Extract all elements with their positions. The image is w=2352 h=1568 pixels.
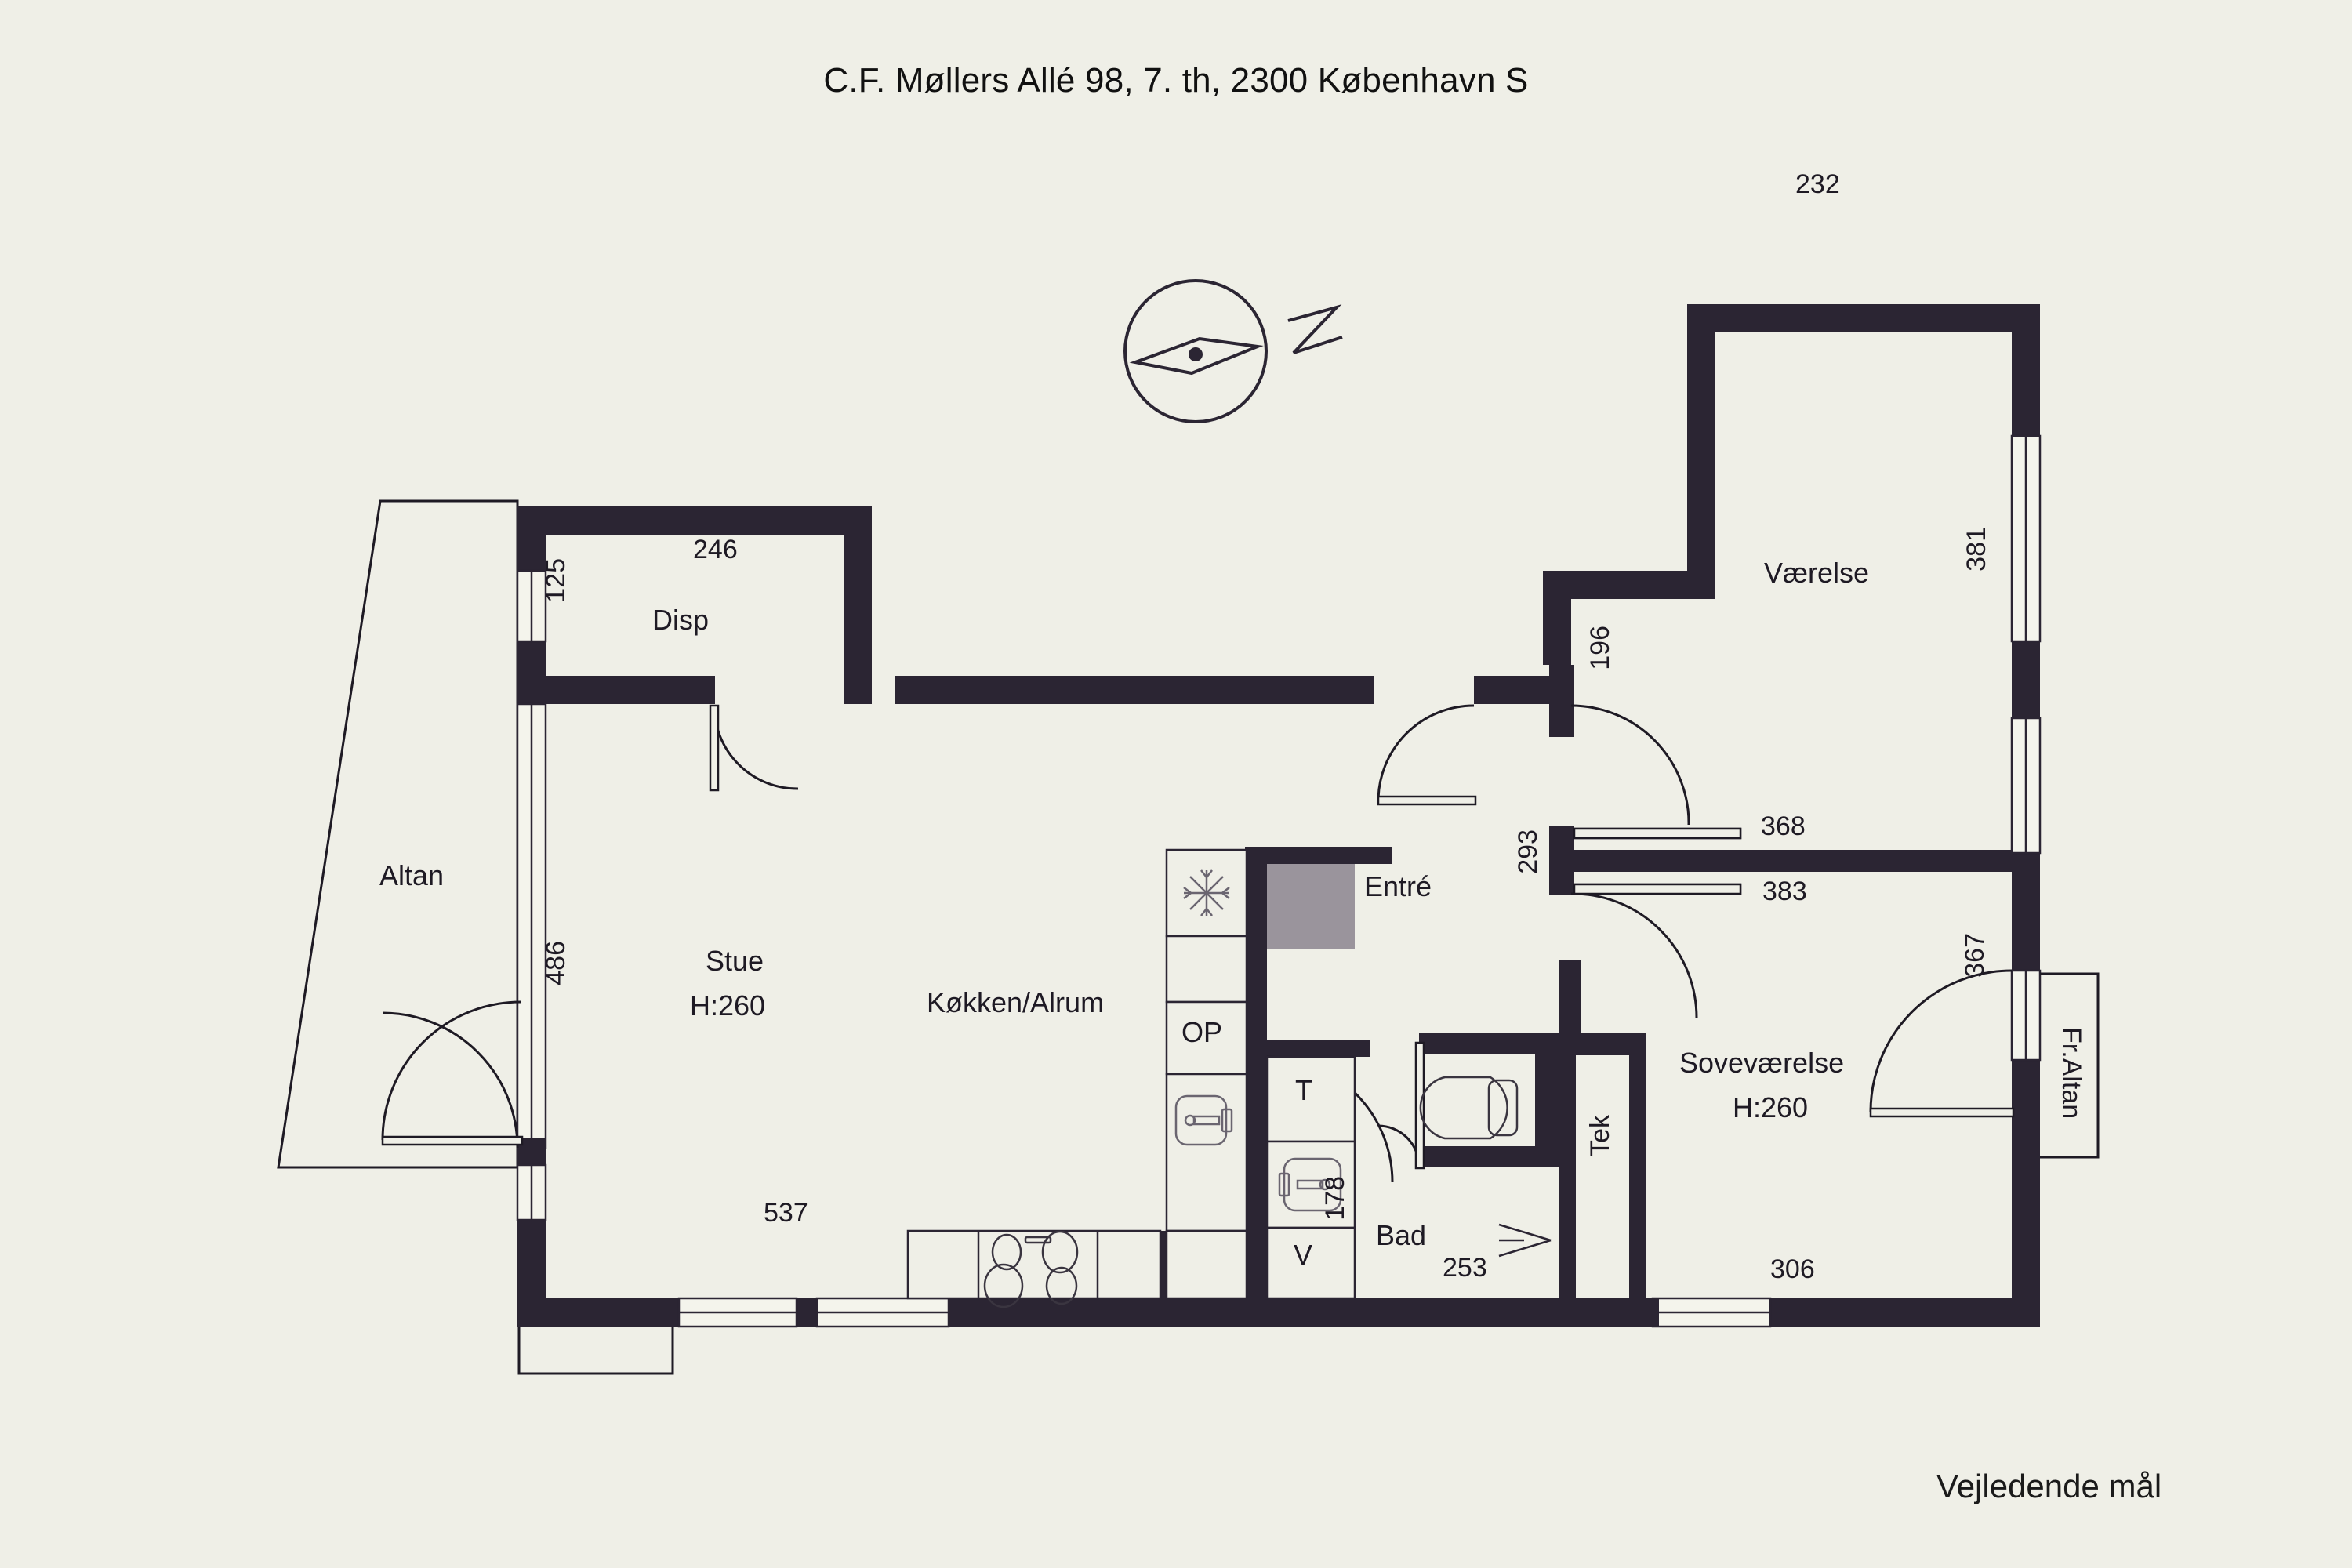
toilet-icon: [1419, 1076, 1519, 1140]
sink-icon: [1174, 1094, 1233, 1146]
altan-outline: [277, 499, 519, 1169]
cabinet-cell-low: [1165, 1229, 1248, 1300]
wall-structure: [516, 304, 2042, 1375]
refrigerator-snowflake-icon: [1183, 869, 1230, 916]
cooktop-icon: [983, 1230, 1079, 1308]
washer-cell: [1265, 1226, 1356, 1300]
counter-unit: [906, 1229, 1162, 1300]
sink-cell-1: [1165, 1073, 1248, 1232]
sink-icon-2: [1278, 1157, 1342, 1212]
compass-rose-icon: [1123, 279, 1343, 423]
kitchen-fixtures: [906, 848, 1552, 1308]
wardrobe-block-icon: [1267, 864, 1355, 949]
footer-note: Vejledende mål: [1936, 1468, 2162, 1504]
page-title: C.F. Møllers Allé 98, 7. th, 2300 Københ…: [823, 61, 1529, 100]
bath-tek-structure: [1419, 960, 1646, 1298]
arrow-marker-icon: [1498, 1223, 1552, 1258]
dryer-cell: [1265, 1055, 1356, 1143]
cabinet-cell: [1165, 935, 1248, 1004]
oven-cell: [1165, 1000, 1248, 1076]
